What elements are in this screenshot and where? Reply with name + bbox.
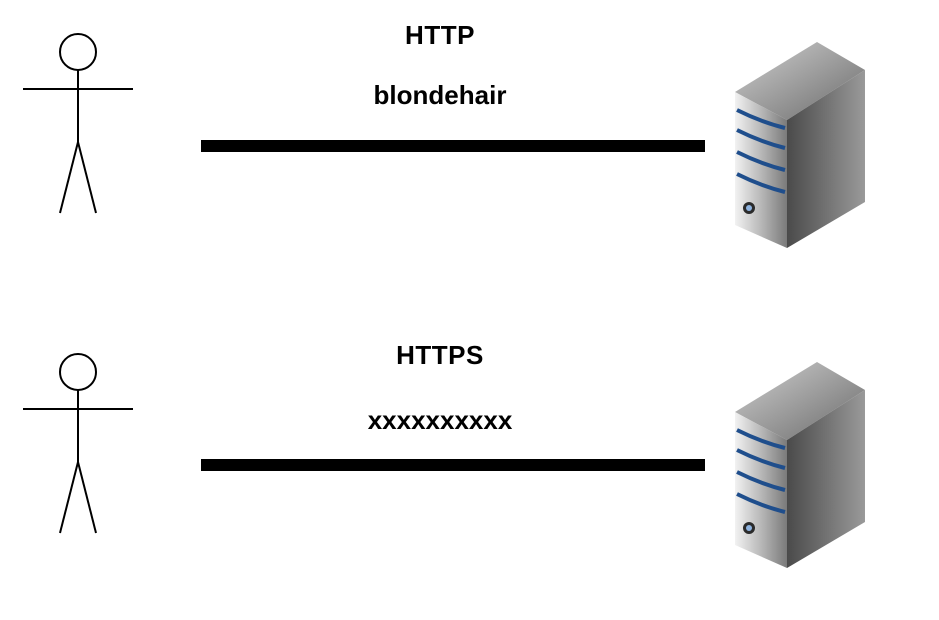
- stick-figure-user-icon: [23, 33, 133, 214]
- server-tower-icon: [735, 362, 865, 568]
- connection-line: [201, 140, 705, 152]
- server-tower-icon: [735, 42, 865, 248]
- http-connection-row: HTTP blondehair: [0, 0, 939, 300]
- https-connection-row: HTTPS xxxxxxxxxx: [0, 320, 939, 620]
- protocol-label: HTTPS: [396, 340, 484, 370]
- payload-text: xxxxxxxxxx: [367, 405, 513, 435]
- payload-text: blondehair: [373, 80, 507, 110]
- stick-figure-user-icon: [23, 353, 133, 534]
- connection-line: [201, 459, 705, 471]
- protocol-label: HTTP: [405, 20, 475, 50]
